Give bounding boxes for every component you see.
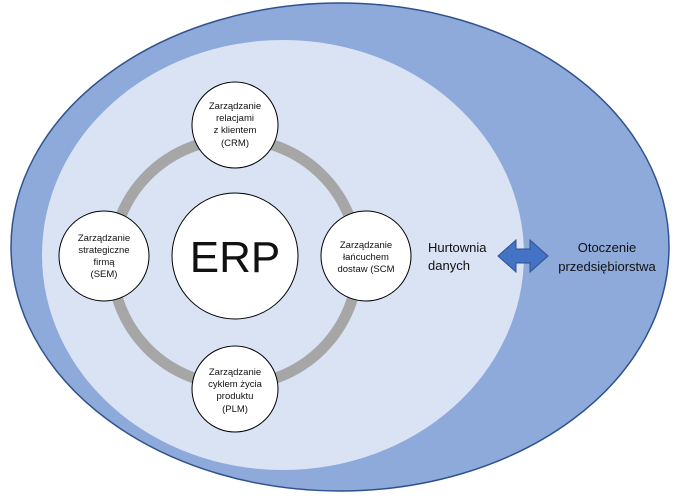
module-crm-line-1: Zarządzanie (209, 101, 261, 112)
module-crm-line-3: z klientem (214, 125, 257, 136)
module-crm-line-4: (CRM) (221, 138, 249, 149)
module-scm-line-2: łańcuchem (343, 252, 389, 263)
module-sem: Zarządzanie strategiczne firmą (SEM) (58, 210, 150, 302)
environment-label: Otoczenie przedsiębiorstwa (558, 240, 656, 274)
data-warehouse-line-1: Hurtownia (428, 240, 487, 255)
erp-label: ERP (190, 233, 280, 282)
data-warehouse-line-2: danych (428, 258, 470, 273)
module-sem-line-4: (SEM) (91, 269, 118, 280)
module-scm-line-1: Zarządzanie (340, 240, 392, 251)
module-plm-line-3: produktu (217, 391, 254, 402)
module-crm: Zarządzanie relacjami z klientem (CRM) (191, 81, 279, 169)
environment-line-2: przedsiębiorstwa (558, 259, 656, 274)
module-crm-line-2: relacjami (216, 113, 254, 124)
module-sem-line-3: firmą (93, 257, 115, 268)
module-scm: Zarządzanie łańcuchem dostaw (SCM (320, 210, 412, 302)
module-plm-line-4: (PLM) (222, 404, 248, 415)
double-arrow-icon (497, 238, 549, 274)
module-sem-line-2: strategiczne (78, 245, 129, 256)
erp-center: ERP (171, 192, 299, 320)
module-scm-line-3: dostaw (SCM (337, 264, 394, 275)
module-plm: Zarządzanie cyklem życia produktu (PLM) (191, 345, 279, 433)
data-warehouse: Hurtownia danych (428, 240, 487, 273)
module-plm-line-1: Zarządzanie (209, 367, 261, 378)
module-plm-line-2: cyklem życia (208, 379, 263, 390)
module-sem-line-1: Zarządzanie (78, 233, 130, 244)
environment-line-1: Otoczenie (578, 240, 637, 255)
